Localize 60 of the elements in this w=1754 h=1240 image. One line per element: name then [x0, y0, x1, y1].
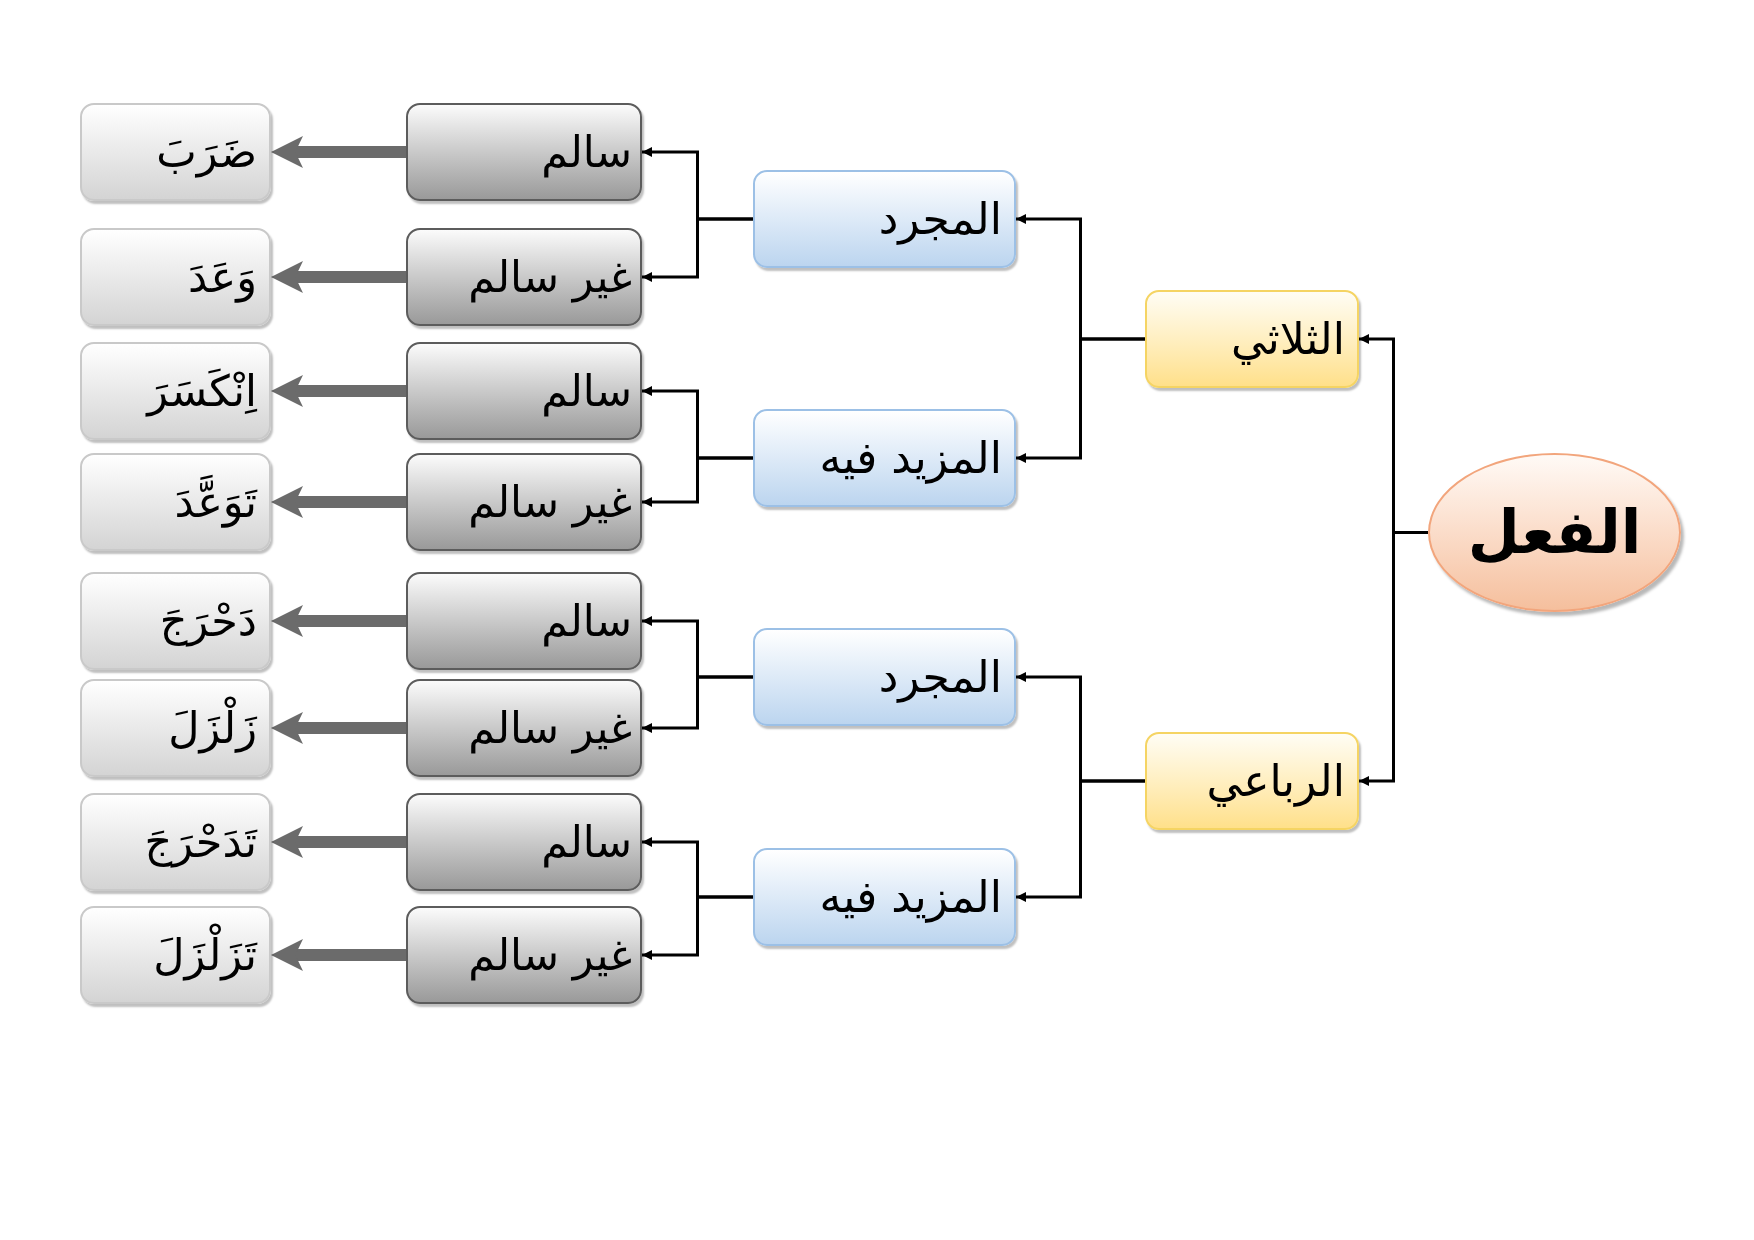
subcategory-box	[753, 409, 1016, 507]
type-label: سالم	[541, 815, 632, 870]
subcategory-box	[753, 628, 1016, 726]
block-arrow	[271, 375, 406, 407]
connector-arrow	[1016, 779, 1145, 902]
category-label: الثلاثي	[1230, 312, 1345, 367]
subcategory-label: المزيد فيه	[819, 870, 1002, 925]
block-arrow	[271, 939, 406, 971]
subcategory-label: المجرد	[878, 192, 1002, 247]
example-box	[80, 679, 271, 777]
type-box	[406, 103, 642, 201]
example-box	[80, 793, 271, 891]
connector-arrow	[642, 895, 753, 960]
subcategory-box	[753, 848, 1016, 946]
category-box	[1145, 732, 1359, 830]
connector-arrow	[1359, 531, 1428, 786]
example-box	[80, 342, 271, 440]
connector-arrow	[642, 217, 753, 282]
subcategory-label: المجرد	[878, 650, 1002, 705]
block-arrow	[271, 136, 406, 168]
type-box	[406, 679, 642, 777]
block-arrow	[271, 486, 406, 518]
example-box	[80, 103, 271, 201]
block-arrow	[271, 712, 406, 744]
block-arrow	[271, 261, 406, 293]
type-label: سالم	[541, 364, 632, 419]
example-box	[80, 906, 271, 1004]
type-label: غير سالم	[468, 928, 632, 983]
example-box	[80, 572, 271, 670]
example-word: تَزَلْزَلَ	[153, 925, 257, 984]
connector-arrow	[642, 456, 753, 507]
type-label: غير سالم	[468, 250, 632, 305]
connector-arrow	[1016, 337, 1145, 463]
block-arrow	[271, 826, 406, 858]
example-word: ضَرَبَ	[156, 125, 257, 180]
type-label: غير سالم	[468, 475, 632, 530]
example-box	[80, 453, 271, 551]
connector-arrow	[642, 675, 753, 733]
root-label: الفعل	[1467, 496, 1642, 569]
type-label: سالم	[541, 594, 632, 649]
subcategory-box	[753, 170, 1016, 268]
type-label: غير سالم	[468, 701, 632, 756]
type-box	[406, 793, 642, 891]
type-box	[406, 453, 642, 551]
type-box	[406, 572, 642, 670]
type-box	[406, 906, 642, 1004]
category-box	[1145, 290, 1359, 388]
category-label: الرباعي	[1206, 754, 1345, 809]
example-word: وَعَدَ	[188, 250, 257, 305]
type-label: سالم	[541, 125, 632, 180]
subcategory-label: المزيد فيه	[819, 431, 1002, 486]
example-box	[80, 228, 271, 326]
example-word: تَدَحْرَجَ	[144, 815, 257, 870]
block-arrow	[271, 605, 406, 637]
example-word: اِنْكَسَرَ	[147, 364, 257, 419]
type-box	[406, 228, 642, 326]
example-word: تَوَعَّدَ	[174, 474, 257, 530]
type-box	[406, 342, 642, 440]
example-word: دَحْرَجَ	[159, 594, 257, 649]
example-word: زَلْزَلَ	[168, 698, 257, 757]
